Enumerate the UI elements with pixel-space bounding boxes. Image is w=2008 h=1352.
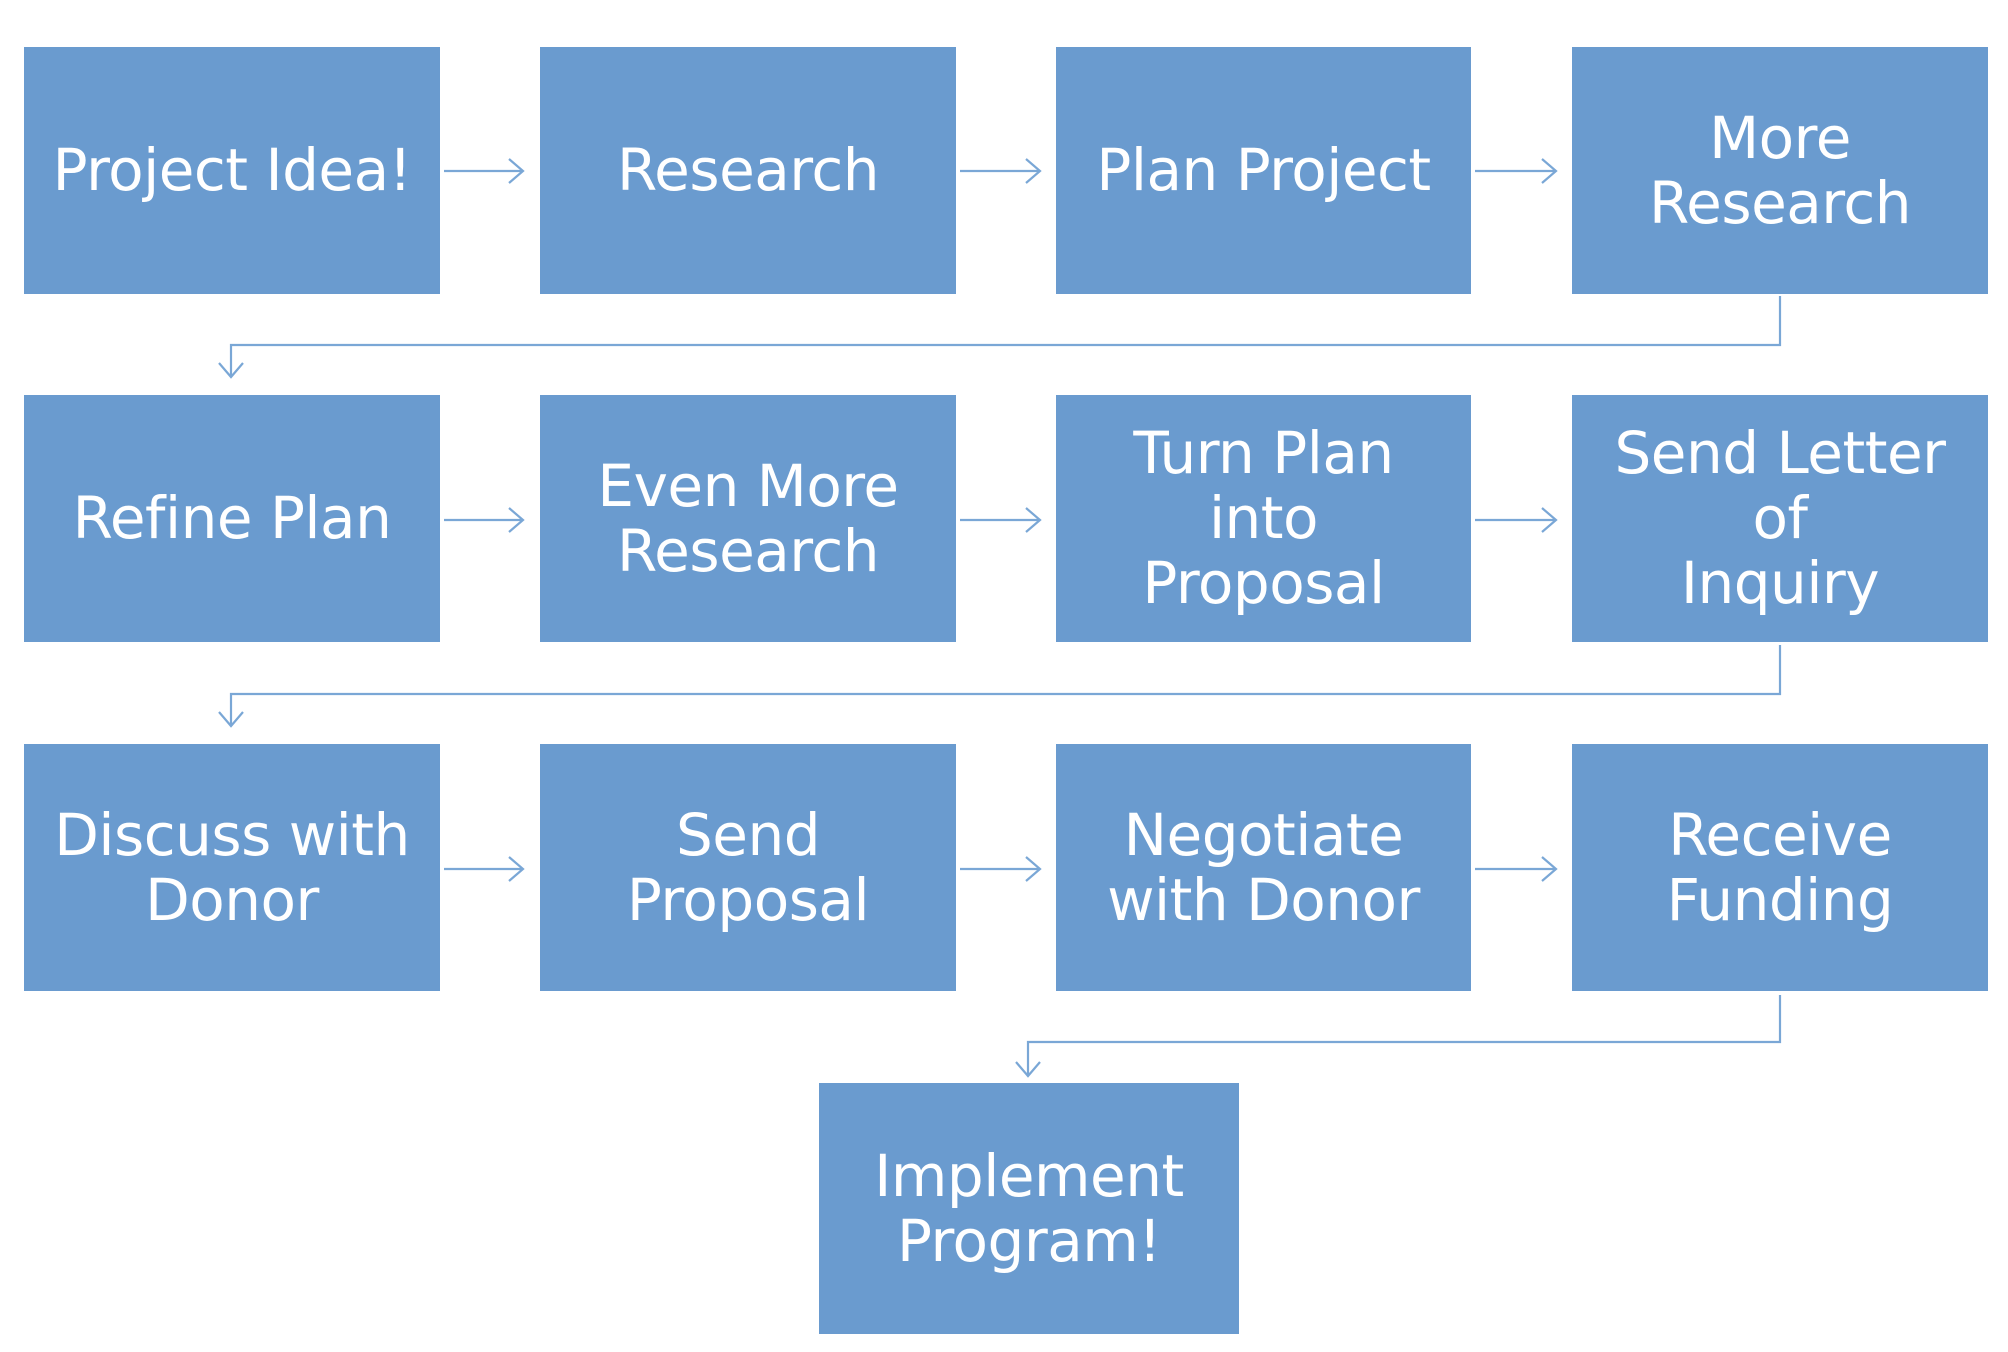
arrow-discuss-to-send-proposal bbox=[444, 856, 525, 882]
arrow-negotiate-to-receive-funding bbox=[1475, 856, 1558, 882]
step-label: Send Proposal bbox=[626, 800, 870, 934]
step-label: Project Idea! bbox=[52, 136, 412, 205]
step-research: Research bbox=[540, 47, 956, 294]
step-label: Turn Plan into Proposal bbox=[1133, 419, 1394, 617]
arrow-research-to-plan-project bbox=[960, 158, 1042, 184]
arrow-refine-plan-to-even-more-research bbox=[444, 507, 525, 533]
step-label: Send Letter of Inquiry bbox=[1614, 419, 1946, 617]
step-negotiate-with-donor: Negotiate with Donor bbox=[1056, 744, 1471, 991]
step-label: More Research bbox=[1648, 103, 1912, 237]
step-discuss-with-donor: Discuss with Donor bbox=[24, 744, 440, 991]
step-label: Negotiate with Donor bbox=[1107, 800, 1420, 934]
arrow-plan-project-to-more-research bbox=[1475, 158, 1558, 184]
step-label: Discuss with Donor bbox=[54, 800, 410, 934]
step-label: Research bbox=[616, 136, 880, 205]
step-label: Implement Program! bbox=[874, 1141, 1184, 1275]
step-project-idea: Project Idea! bbox=[24, 47, 440, 294]
step-label: Even More Research bbox=[597, 451, 899, 585]
step-refine-plan: Refine Plan bbox=[24, 395, 440, 642]
step-more-research: More Research bbox=[1572, 47, 1988, 294]
arrow-even-more-research-to-turn-plan bbox=[960, 507, 1042, 533]
step-even-more-research: Even More Research bbox=[540, 395, 956, 642]
arrow-receive-funding-to-implement bbox=[1015, 995, 1782, 1078]
step-send-proposal: Send Proposal bbox=[540, 744, 956, 991]
arrow-turn-plan-to-send-letter bbox=[1475, 507, 1558, 533]
step-label: Refine Plan bbox=[72, 484, 392, 553]
step-turn-plan-into-proposal: Turn Plan into Proposal bbox=[1056, 395, 1471, 642]
arrow-send-proposal-to-negotiate bbox=[960, 856, 1042, 882]
arrow-send-letter-to-discuss bbox=[218, 645, 1782, 728]
arrow-more-research-to-refine-plan bbox=[218, 296, 1782, 379]
step-plan-project: Plan Project bbox=[1056, 47, 1471, 294]
step-implement-program: Implement Program! bbox=[819, 1083, 1239, 1334]
step-label: Receive Funding bbox=[1666, 800, 1894, 934]
step-send-letter-of-inquiry: Send Letter of Inquiry bbox=[1572, 395, 1988, 642]
step-label: Plan Project bbox=[1096, 136, 1431, 205]
arrow-project-idea-to-research bbox=[444, 158, 525, 184]
step-receive-funding: Receive Funding bbox=[1572, 744, 1988, 991]
